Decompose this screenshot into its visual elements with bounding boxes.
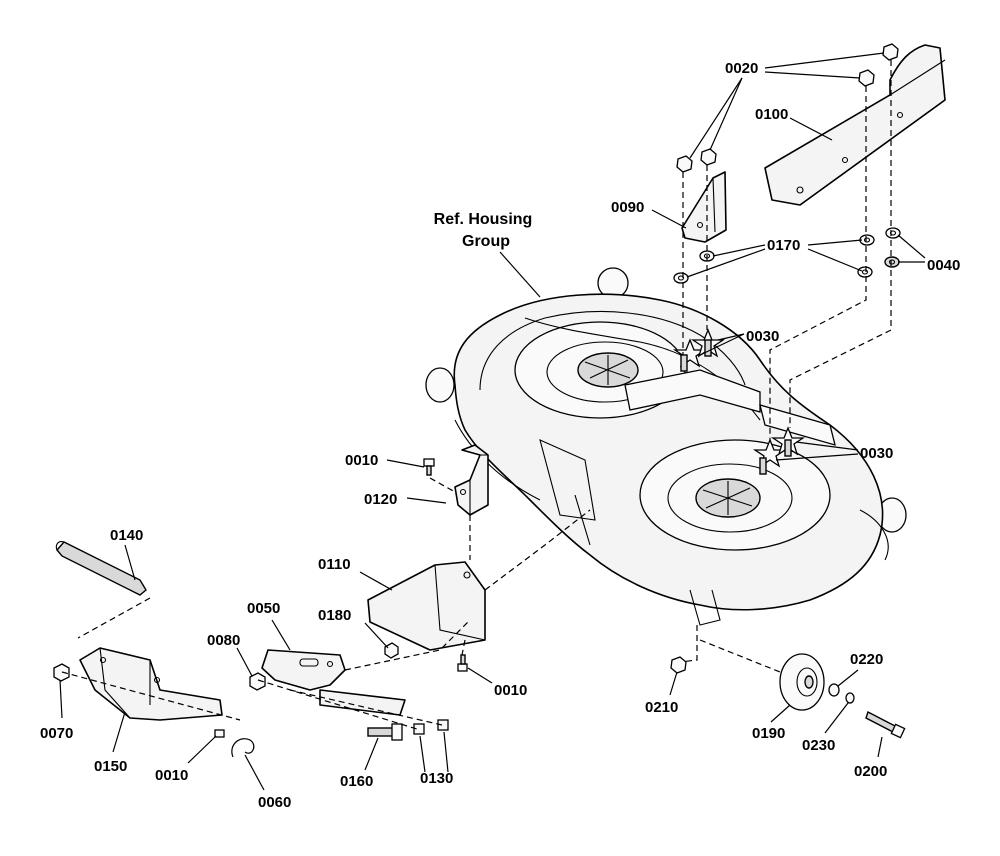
callout-leaders xyxy=(59,52,926,791)
callout-0220: 0220 xyxy=(850,651,883,668)
callout-0230: 0230 xyxy=(802,737,835,754)
washer-0220 xyxy=(828,683,840,697)
callout-0160: 0160 xyxy=(340,773,373,790)
callout-0190: 0190 xyxy=(752,725,785,742)
callout-0150: 0150 xyxy=(94,758,127,775)
lift-bracket xyxy=(79,647,223,721)
callout-0010-mid: 0010 xyxy=(494,682,527,699)
belt-guard xyxy=(624,369,761,413)
deflector-guard xyxy=(367,561,486,651)
deck-left-wheel xyxy=(425,367,455,403)
callout-0090: 0090 xyxy=(611,199,644,216)
callout-0200: 0200 xyxy=(854,763,887,780)
mounting-bracket xyxy=(261,649,406,716)
carriage-bolts xyxy=(672,328,806,475)
hex-bolt-mid xyxy=(457,654,468,672)
hex-nuts xyxy=(676,43,899,173)
nut-0080 xyxy=(249,672,266,691)
mower-deck-housing xyxy=(425,267,907,626)
nut-0180 xyxy=(384,642,399,659)
nut-0070 xyxy=(53,663,70,682)
callout-0030-lower: 0030 xyxy=(860,445,893,462)
callout-0170: 0170 xyxy=(767,237,800,254)
ref-housing-label-line1: Ref. Housing xyxy=(434,211,533,228)
callout-0040: 0040 xyxy=(927,257,960,274)
gauge-wheel-bracket xyxy=(454,444,489,516)
callout-0080: 0080 xyxy=(207,632,240,649)
callout-0100: 0100 xyxy=(755,106,788,123)
shoulder-bolt xyxy=(367,723,403,741)
callout-0210: 0210 xyxy=(645,699,678,716)
callout-0070: 0070 xyxy=(40,725,73,742)
callout-0030-upper: 0030 xyxy=(746,328,779,345)
callout-0060: 0060 xyxy=(258,794,291,811)
washer-0230 xyxy=(845,692,855,704)
callout-labels: Ref. Housing Group 0020 0100 0090 0170 0… xyxy=(40,60,960,811)
hex-bolts-0130 xyxy=(413,719,449,735)
spring-clip xyxy=(231,738,255,758)
nut-0210 xyxy=(670,656,687,674)
callout-0050: 0050 xyxy=(247,600,280,617)
hex-bolt-top xyxy=(423,458,435,476)
callout-0110: 0110 xyxy=(318,556,351,573)
callout-0120: 0120 xyxy=(364,491,397,508)
callout-0130: 0130 xyxy=(420,770,453,787)
adjustment-rod xyxy=(55,541,147,596)
callout-0010-top: 0010 xyxy=(345,452,378,469)
callout-0010-low: 0010 xyxy=(155,767,188,784)
washers xyxy=(673,227,901,284)
callout-0180: 0180 xyxy=(318,607,351,624)
wheel-bolt xyxy=(865,711,906,739)
ref-housing-label-line2: Group xyxy=(462,233,510,250)
callout-0140: 0140 xyxy=(110,527,143,544)
deck-bracket-long xyxy=(764,44,946,206)
callout-0020: 0020 xyxy=(725,60,758,77)
deck-bracket-small xyxy=(681,171,727,243)
gauge-wheel xyxy=(779,653,825,711)
hex-bolt-low xyxy=(214,729,225,738)
